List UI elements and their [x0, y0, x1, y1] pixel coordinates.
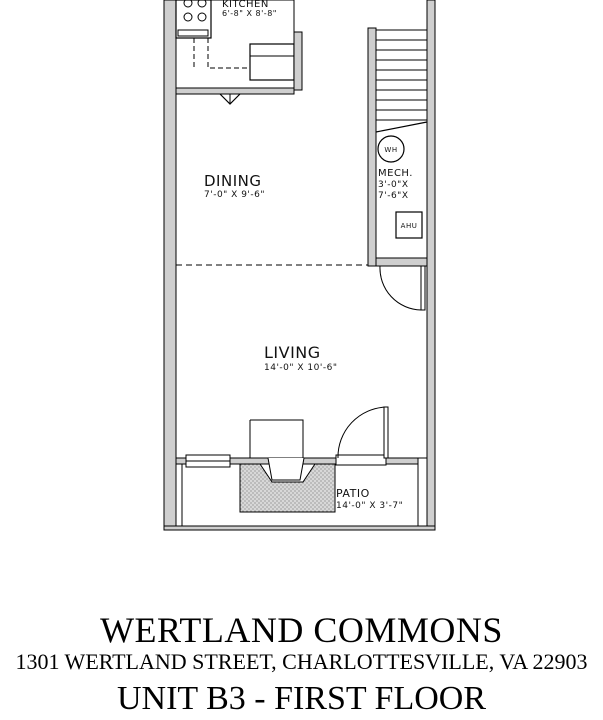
mech-label: MECH. — [378, 168, 413, 179]
property-name: WERTLAND COMMONS — [100, 610, 503, 650]
burner-icon — [197, 0, 207, 8]
patio-size: 14'-0" X 3'-7" — [336, 501, 403, 511]
property-address: 1301 WERTLAND STREET, CHARLOTTESVILLE, V… — [15, 649, 588, 674]
firebox — [267, 457, 305, 481]
kitchen-label: KITCHEN — [222, 0, 269, 10]
bottom-wall — [163, 525, 436, 531]
room-labels: KITCHEN 6'-8" X 8'-8" DINING 7'-0" X 9'-… — [204, 0, 417, 511]
living-label: LIVING — [264, 343, 321, 362]
patio-door-opening — [335, 454, 387, 466]
kitchen-partition-wall — [293, 31, 303, 91]
kitchen-counter-edge — [175, 87, 295, 95]
mech-size-2: 7'-6"X — [378, 191, 408, 201]
patio-door-leaf — [383, 406, 389, 459]
burner-icon — [183, 12, 193, 22]
air-handler-label: AHU — [401, 222, 418, 230]
kitchen-area — [175, 0, 303, 105]
front-wall — [175, 406, 428, 527]
patio-label: PATIO — [336, 487, 370, 500]
dining-size: 7'-0" X 9'-6" — [204, 190, 265, 200]
left-wall — [163, 0, 177, 531]
range-panel — [177, 29, 209, 37]
stair-and-mech — [367, 27, 428, 311]
dining-label: DINING — [204, 172, 261, 190]
mech-door-leaf — [420, 265, 426, 311]
stair-break-line — [375, 121, 428, 133]
water-heater-icon — [377, 135, 405, 163]
patio-door-swing — [337, 406, 387, 459]
living-size: 14'-0" X 10'-6" — [264, 363, 337, 373]
stair-treads — [376, 29, 427, 121]
water-heater-label: WH — [384, 146, 397, 154]
upper-cabinet-outline — [193, 38, 250, 69]
floor-plan-diagram: KITCHEN 6'-8" X 8'-8" DINING 7'-0" X 9'-… — [163, 0, 436, 531]
right-wall — [426, 0, 436, 531]
fireplace-box — [249, 419, 304, 458]
mech-door-swing — [379, 265, 422, 311]
patio-side-rail — [175, 463, 183, 527]
mech-closet-bottom-wall — [375, 257, 428, 267]
burner-icon — [197, 12, 207, 22]
fireplace-hearth — [239, 463, 336, 513]
kitchen-size: 6'-8" X 8'-8" — [222, 9, 277, 18]
mech-size-1: 3'-0"X — [378, 180, 408, 190]
refrigerator — [249, 43, 295, 81]
burner-icon — [183, 0, 193, 8]
air-handler-icon — [395, 211, 423, 239]
patio-side-rail — [417, 457, 428, 527]
stair-wall — [367, 27, 377, 267]
unit-title: UNIT B3 - FIRST FLOOR — [116, 680, 487, 717]
